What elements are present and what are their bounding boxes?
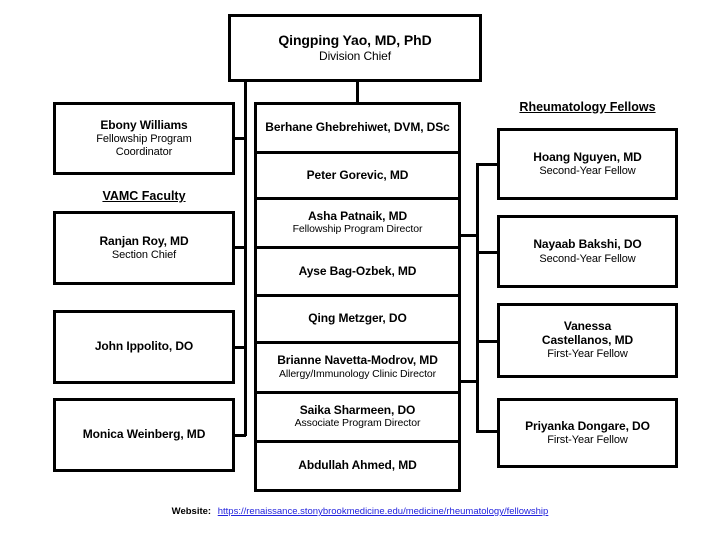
node-role: Fellowship Program Coordinator [96, 133, 192, 158]
node-role: Fellowship Program Director [292, 223, 423, 236]
node-role: Associate Program Director [294, 417, 421, 430]
heading-rheumatology-fellows: Rheumatology Fellows [519, 100, 656, 114]
connector-root-to-center [356, 82, 359, 104]
node-name: Monica Weinberg, MD [82, 427, 206, 442]
connector-center-to-right-lower [459, 380, 479, 383]
node-name: Qing Metzger, DO [308, 311, 407, 326]
node-name: Berhane Ghebrehiwet, DVM, DSc [265, 120, 450, 135]
node-priyanka-dongare[interactable]: Priyanka Dongare, DO First-Year Fellow [497, 398, 678, 468]
node-section-chief[interactable]: Ranjan Roy, MD Section Chief [53, 211, 235, 285]
node-allergy-immunology-clinic-director[interactable]: Brianne Navetta-Modrov, MD Allergy/Immun… [254, 341, 461, 394]
connector-left-2 [233, 246, 246, 249]
connector-trunk-left [244, 82, 247, 436]
node-role: Allergy/Immunology Clinic Director [278, 367, 437, 380]
node-name: Asha Patnaik, MD [307, 208, 408, 223]
node-vanessa-castellanos[interactable]: Vanessa Castellanos, MD First-Year Fello… [497, 303, 678, 378]
connector-right-4 [476, 430, 498, 433]
node-qing-metzger[interactable]: Qing Metzger, DO [254, 294, 461, 344]
connector-right-2 [476, 251, 498, 254]
node-role: Second-Year Fellow [539, 165, 636, 178]
node-nayaab-bakshi[interactable]: Nayaab Bakshi, DO Second-Year Fellow [497, 215, 678, 288]
website-label: Website: [171, 506, 212, 517]
node-name: Ayse Bag-Ozbek, MD [298, 263, 417, 278]
node-ayse-bag-ozbek[interactable]: Ayse Bag-Ozbek, MD [254, 246, 461, 297]
node-name: Saika Sharmeen, DO [299, 402, 416, 417]
node-name: Hoang Nguyen, MD [533, 149, 642, 164]
node-peter-gorevic[interactable]: Peter Gorevic, MD [254, 151, 461, 200]
node-name: Ebony Williams [100, 117, 188, 132]
node-name: Ranjan Roy, MD [99, 233, 189, 248]
node-role: First-Year Fellow [547, 434, 628, 447]
connector-left-1 [233, 137, 246, 140]
connector-right-3 [476, 340, 498, 343]
footer: Website: https://renaissance.stonybrookm… [0, 506, 720, 517]
node-name: Abdullah Ahmed, MD [298, 458, 417, 473]
node-role: Division Chief [319, 48, 391, 63]
node-abdullah-ahmed[interactable]: Abdullah Ahmed, MD [254, 440, 461, 492]
node-name: Vanessa Castellanos, MD [541, 319, 634, 347]
node-name: John Ippolito, DO [94, 339, 194, 354]
node-role: Second-Year Fellow [539, 252, 636, 265]
node-name: Qingping Yao, MD, PhD [278, 31, 432, 48]
connector-left-3 [233, 346, 246, 349]
node-fellowship-program-coordinator[interactable]: Ebony Williams Fellowship Program Coordi… [53, 102, 235, 175]
node-john-ippolito[interactable]: John Ippolito, DO [53, 310, 235, 384]
node-associate-program-director[interactable]: Saika Sharmeen, DO Associate Program Dir… [254, 391, 461, 443]
connector-left-4 [233, 434, 246, 437]
node-division-chief[interactable]: Qingping Yao, MD, PhD Division Chief [228, 14, 482, 82]
node-name: Priyanka Dongare, DO [525, 418, 650, 433]
node-name: Brianne Navetta-Modrov, MD [277, 353, 438, 368]
node-monica-weinberg[interactable]: Monica Weinberg, MD [53, 398, 235, 472]
node-name: Peter Gorevic, MD [306, 167, 409, 182]
heading-vamc-faculty: VAMC Faculty [102, 189, 186, 203]
node-role: First-Year Fellow [547, 348, 628, 361]
node-fellowship-program-director[interactable]: Asha Patnaik, MD Fellowship Program Dire… [254, 197, 461, 249]
node-name: Nayaab Bakshi, DO [533, 237, 642, 252]
connector-center-to-right [459, 234, 479, 237]
connector-trunk-right [476, 163, 479, 433]
node-berhane-ghebrehiwet[interactable]: Berhane Ghebrehiwet, DVM, DSc [254, 102, 461, 154]
node-role: Section Chief [111, 249, 177, 262]
website-link[interactable]: https://renaissance.stonybrookmedicine.e… [217, 506, 549, 517]
connector-right-1 [476, 163, 498, 166]
node-hoang-nguyen[interactable]: Hoang Nguyen, MD Second-Year Fellow [497, 128, 678, 200]
